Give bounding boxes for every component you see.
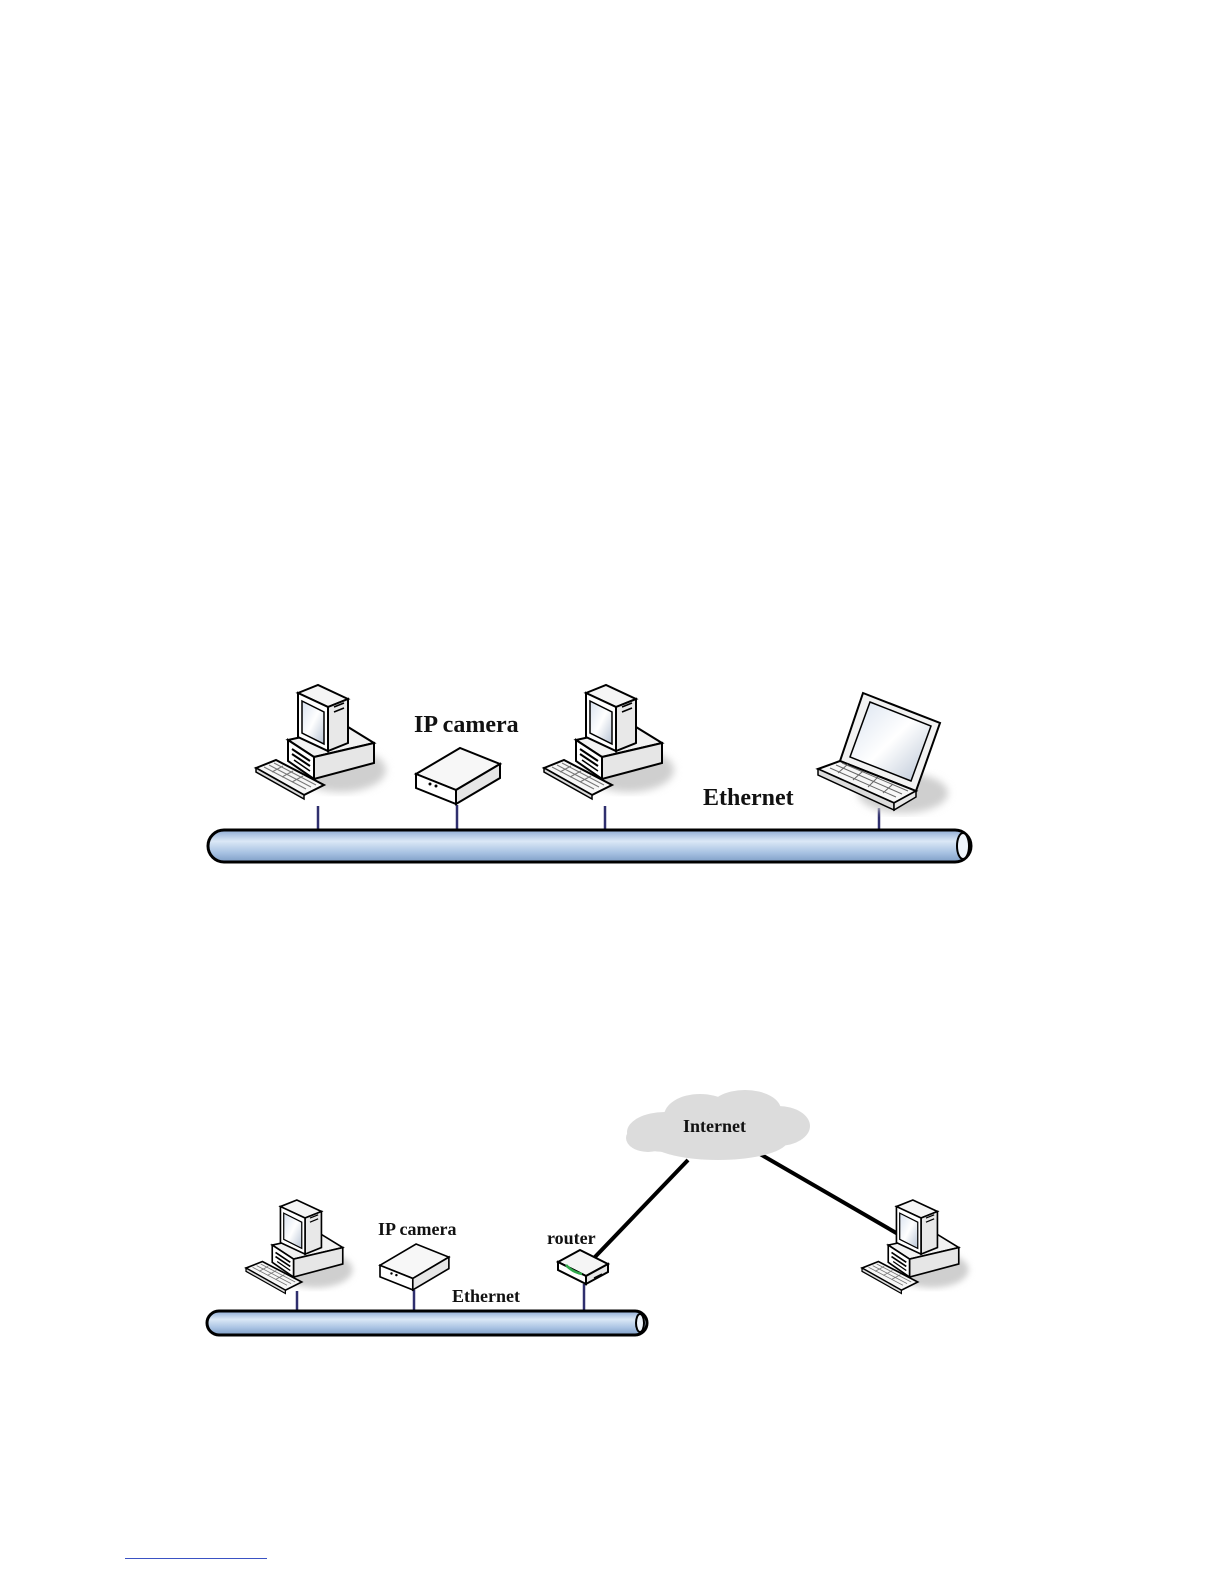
ip-camera-label: IP camera [378,1219,456,1239]
desktop-computer-icon [544,685,674,799]
internet-links [594,1154,898,1258]
router-icon [558,1250,608,1284]
ip-camera-icon [380,1244,449,1290]
ip-camera-icon [416,748,500,804]
connector-lines [297,1284,584,1312]
internet-label: Internet [683,1116,746,1136]
ip-camera-label: IP camera [414,712,519,738]
remote-computer-icon [862,1200,969,1293]
laptop-icon [818,693,948,813]
connector-lines [318,805,879,831]
footer-link-underline [125,1558,267,1559]
diagram-2: Internet IP camera router Ethernet [207,1090,969,1335]
ethernet-label: Ethernet [703,785,794,811]
ethernet-pipe [208,830,971,862]
ethernet-pipe [207,1311,647,1335]
desktop-computer-icon [246,1200,353,1293]
ethernet-label: Ethernet [452,1286,520,1306]
desktop-computer-icon [256,685,386,799]
router-label: router [547,1228,596,1248]
diagram-1: IP camera Ethernet [208,685,971,862]
